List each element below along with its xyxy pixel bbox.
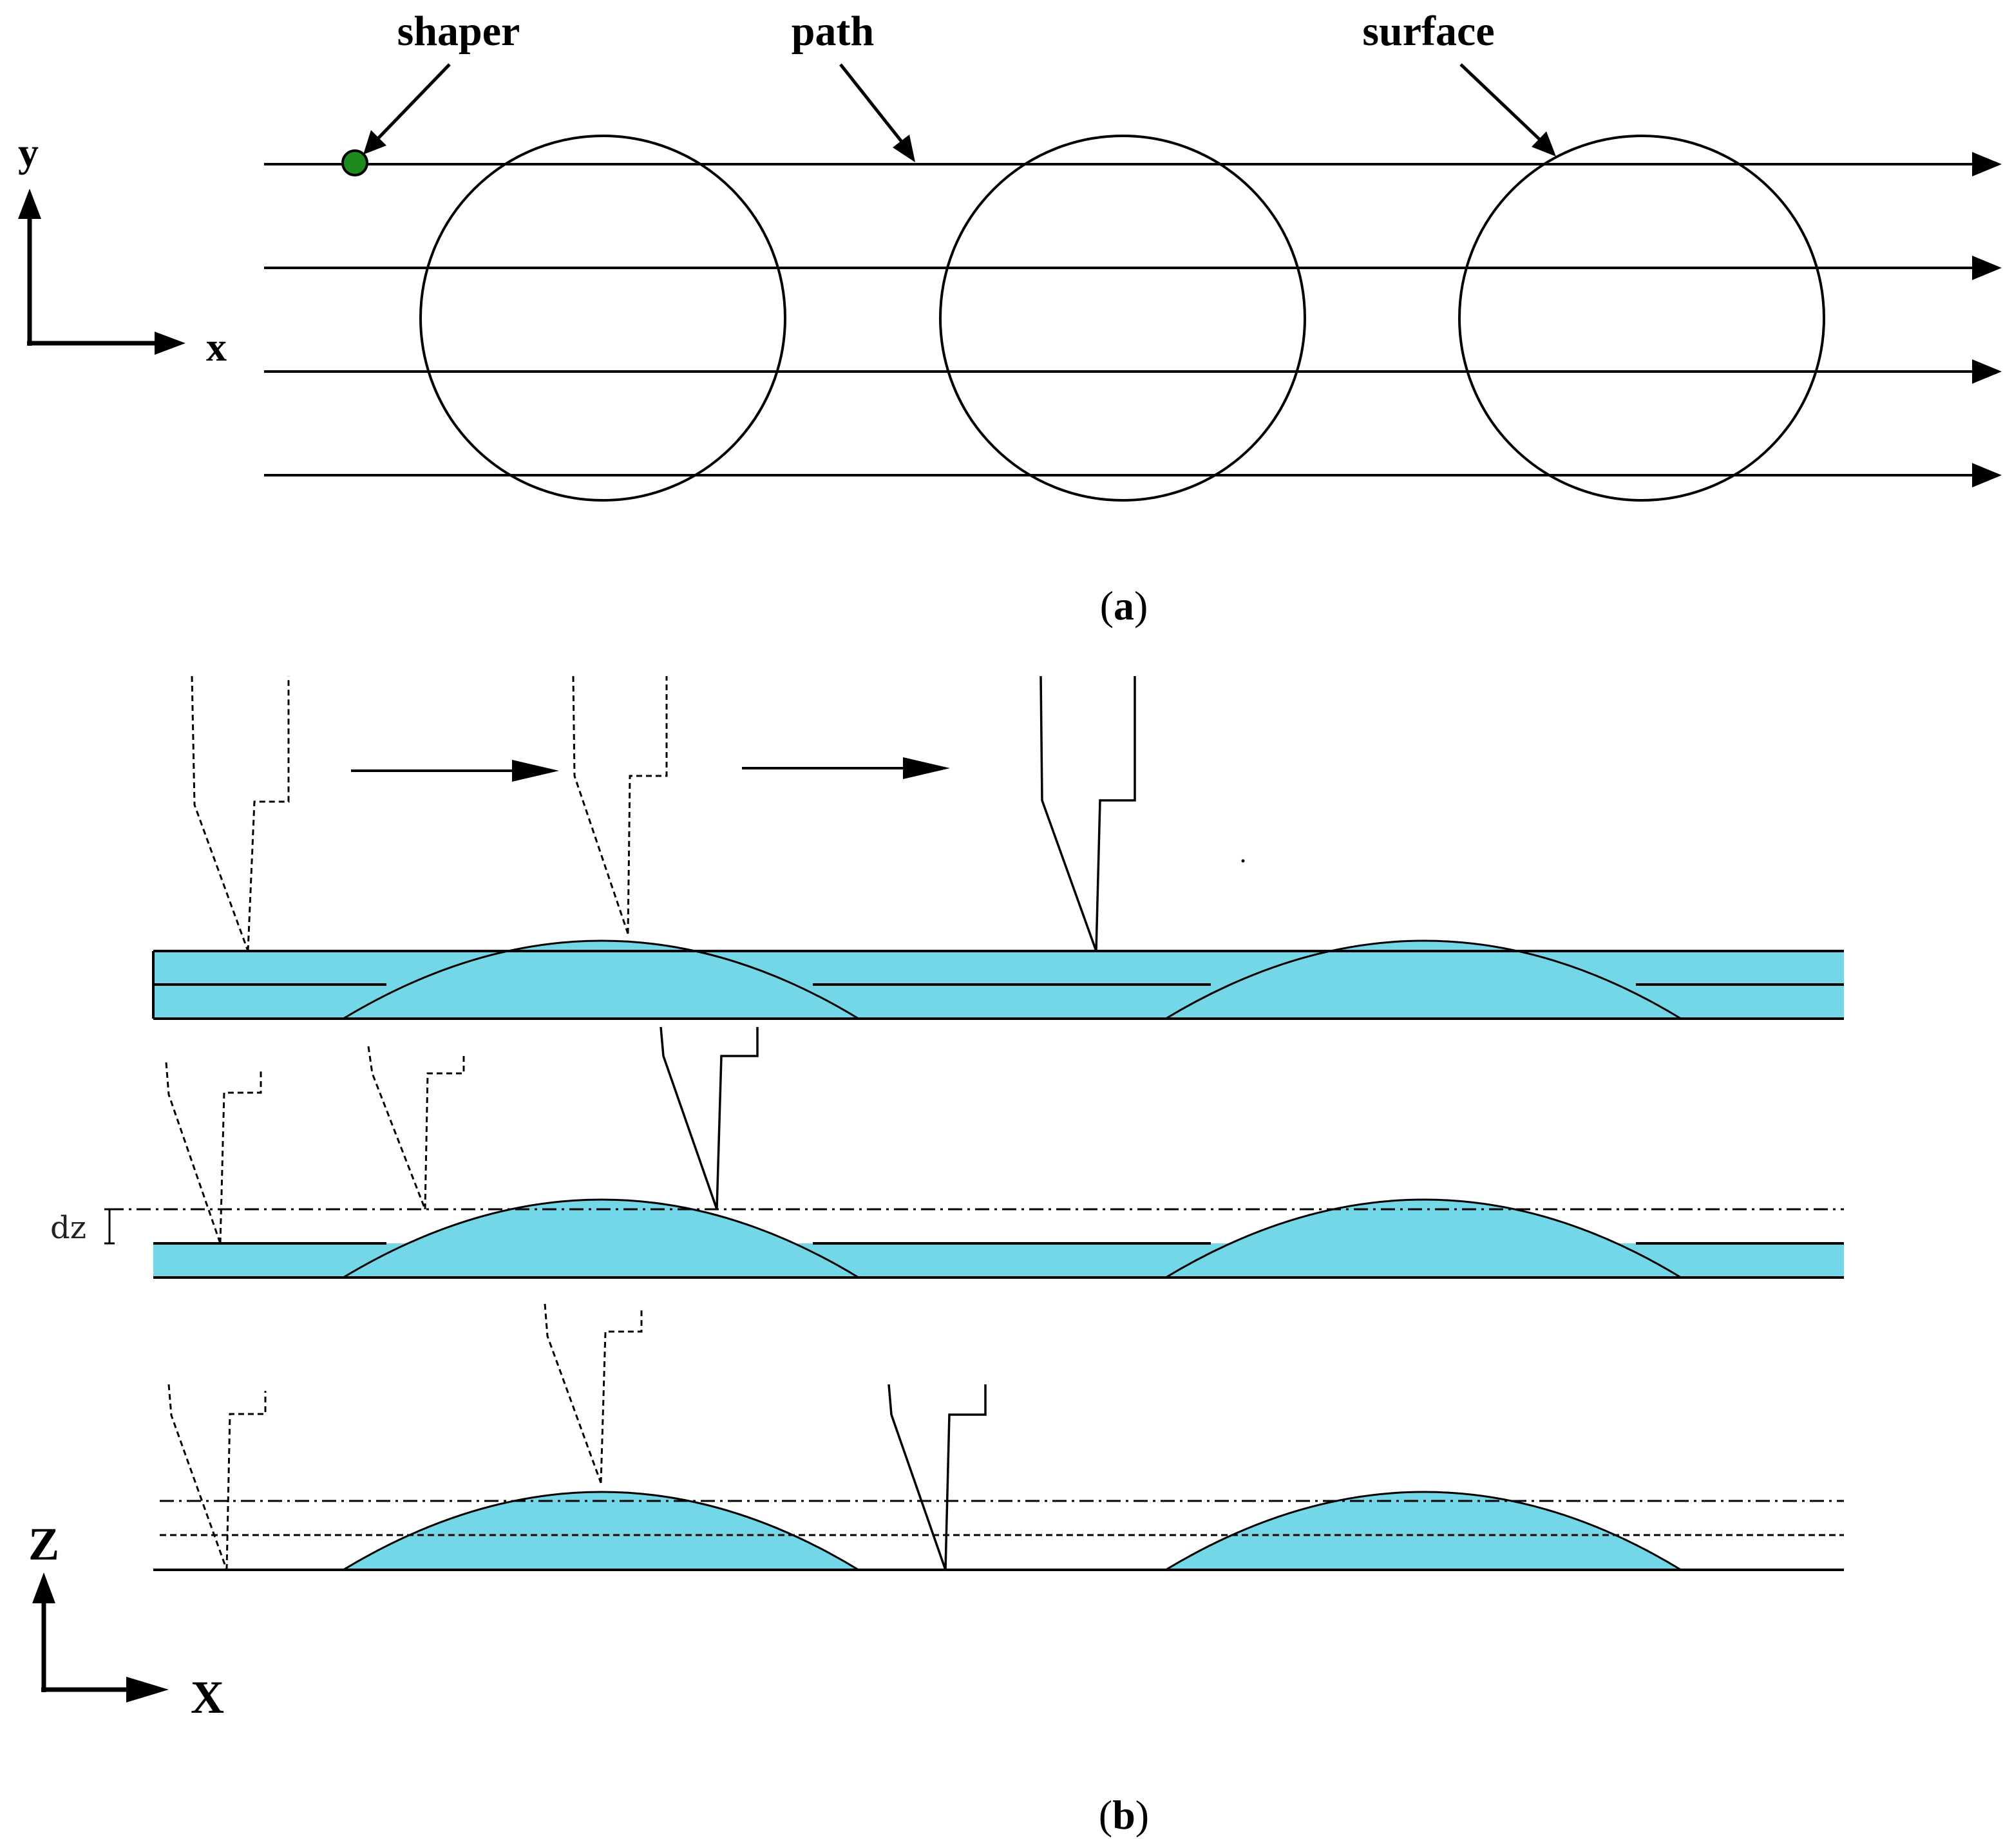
stage1-tool-solid xyxy=(1039,675,1136,952)
stage2-bump-1 xyxy=(339,1198,862,1279)
surface-label: surface xyxy=(1362,8,1494,55)
x-axis-arrowhead xyxy=(155,332,185,355)
caption-b: (b) xyxy=(1099,1792,1149,1838)
x-axis-label: x xyxy=(206,324,227,370)
x-axis-label-b: X xyxy=(191,1672,224,1723)
dz-bracket xyxy=(104,1208,115,1245)
path-arrowhead-3 xyxy=(1972,359,2002,384)
caption-a: (a) xyxy=(1100,583,1148,628)
panel-b: dz Z X (b) xyxy=(28,675,1844,1838)
y-axis-arrowhead xyxy=(18,189,41,219)
y-axis-label: y xyxy=(18,129,39,175)
stage3-tool-dashed-2 xyxy=(544,1303,643,1484)
panel-a: y x shaper path xyxy=(18,8,2002,628)
tool-paths xyxy=(264,152,2002,487)
x-axis-arrowhead-b xyxy=(126,1677,169,1702)
surface-circle-2 xyxy=(939,135,1306,502)
shaper-label: shaper xyxy=(397,8,520,55)
stage-2: dz xyxy=(50,1026,1844,1279)
motion-arrowhead-2 xyxy=(903,757,950,779)
shaper-leader xyxy=(376,63,451,140)
path-arrowhead-4 xyxy=(1972,463,2002,487)
zx-axes: Z X xyxy=(28,1518,224,1723)
stage-3 xyxy=(153,1303,1844,1571)
surface-leader-arrowhead xyxy=(1532,131,1556,156)
path-leader xyxy=(839,63,903,143)
stage2-tool-dashed-2 xyxy=(367,1046,465,1210)
path-arrowhead-2 xyxy=(1972,256,2002,280)
motion-arrowhead-1 xyxy=(512,760,559,782)
shaper-leader-arrowhead xyxy=(363,130,386,155)
stage3-tool-dashed-1 xyxy=(167,1384,267,1570)
z-axis-label: Z xyxy=(28,1518,59,1570)
surface-leader xyxy=(1459,63,1541,140)
stage1-tool-dashed-2 xyxy=(572,675,668,934)
stage2-tool-dashed-1 xyxy=(165,1062,262,1244)
stage1-tool-dashed-1 xyxy=(191,675,290,952)
dz-label: dz xyxy=(50,1210,86,1246)
stage3-bump-1 xyxy=(339,1491,862,1571)
path-arrowhead-1 xyxy=(1972,152,2002,176)
shaper-dot xyxy=(341,149,368,176)
surface-circle-1 xyxy=(419,135,786,502)
stage2-tool-solid xyxy=(660,1026,759,1210)
stage2-bump-2 xyxy=(1162,1198,1685,1279)
path-label: path xyxy=(792,8,874,55)
callouts: shaper path surface xyxy=(363,8,1556,162)
stage3-bump-2 xyxy=(1162,1491,1685,1571)
stage1-bump-1 xyxy=(339,939,862,1020)
surface-circles xyxy=(419,135,1825,502)
stage3-tool-solid xyxy=(888,1384,987,1570)
stage-1 xyxy=(152,675,1844,1020)
path-leader-arrowhead xyxy=(893,135,915,162)
xy-axes: y x xyxy=(18,129,227,370)
z-axis-arrowhead xyxy=(32,1572,55,1603)
surface-circle-3 xyxy=(1458,135,1825,502)
stage1-bump-2 xyxy=(1162,939,1685,1020)
